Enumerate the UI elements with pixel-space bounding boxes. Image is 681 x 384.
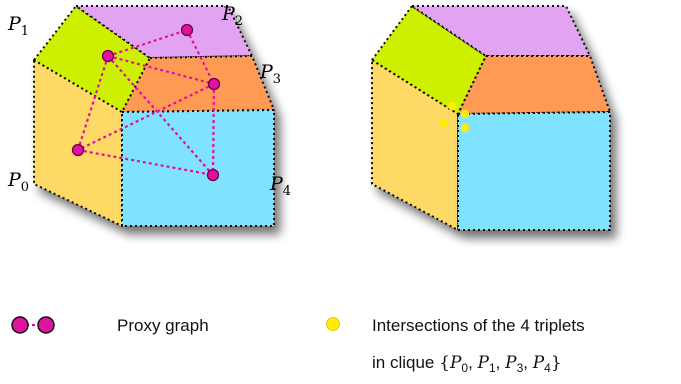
left-polyhedron	[33, 5, 275, 227]
intersection-point	[460, 123, 470, 133]
face-p4-left	[121, 109, 275, 227]
face-p3-right	[457, 55, 611, 115]
proxy-node	[71, 143, 85, 157]
legend-intersection-swatch	[326, 317, 340, 331]
proxy-node	[180, 23, 194, 37]
legend-proxy-label: Proxy graph	[117, 316, 209, 335]
proxy-edge	[107, 55, 214, 176]
face-p4-right	[457, 111, 611, 231]
right-polyhedron	[371, 5, 611, 231]
legend-proxy-node-swatch	[37, 316, 55, 334]
legend-intersections-line1: Intersections of the 4 triplets	[372, 316, 585, 335]
proxy-edge	[77, 83, 215, 151]
proxy-edge	[77, 148, 214, 177]
proxy-edge	[107, 54, 215, 86]
legend-proxy-graph: Proxy graph	[11, 316, 209, 335]
legend-intersections-line2: in clique {P0, P1, P3, P4}	[372, 353, 562, 375]
proxy-graph-edges	[76, 28, 216, 177]
proxy-node	[101, 49, 115, 63]
legend-intersections: Intersections of the 4 triplets in cliqu…	[326, 316, 585, 375]
proxy-graph-nodes	[71, 23, 221, 182]
legend: Proxy graph Intersections of the 4 tripl…	[11, 316, 585, 375]
face-p1-left	[33, 5, 151, 113]
proxy-edge	[107, 28, 188, 58]
intersection-points	[439, 101, 470, 133]
intersection-point	[439, 118, 449, 128]
intersection-point	[460, 109, 470, 119]
proxy-node	[207, 77, 221, 91]
label-p3: P3	[259, 61, 281, 87]
legend-proxy-node-swatch	[11, 316, 29, 334]
face-p0-right	[371, 59, 459, 231]
proxy-edge	[186, 29, 215, 85]
face-p2-right	[411, 5, 591, 57]
label-p2: P2	[221, 3, 243, 29]
label-p0: P0	[7, 169, 29, 195]
proxy-node	[206, 168, 220, 182]
proxy-edge	[76, 55, 110, 151]
label-p1: P1	[7, 13, 29, 39]
intersection-point	[447, 101, 457, 111]
label-p4: P4	[269, 173, 291, 199]
face-p2-left	[75, 5, 253, 59]
